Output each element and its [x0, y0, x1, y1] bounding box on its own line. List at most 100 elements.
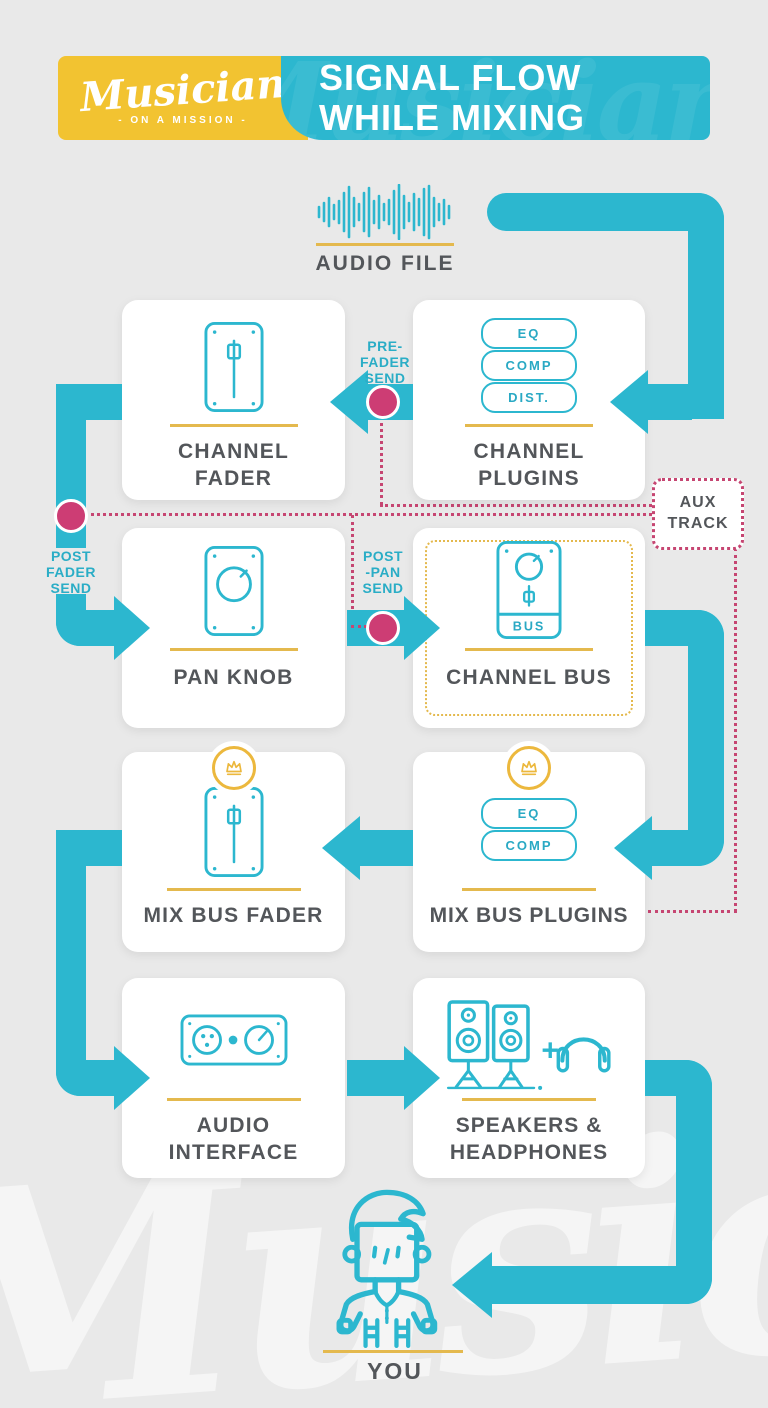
postpan-send-label-line2: -PAN	[365, 564, 401, 581]
pan-knob-box: PAN KNOB	[122, 528, 345, 728]
arrow-into-mix-bus-fader	[322, 816, 360, 880]
mix-plugin-pill-comp: COMP	[481, 830, 577, 861]
crown-icon	[211, 746, 256, 790]
speakers-label-line1: SPEAKERS &	[455, 1114, 603, 1137]
postpan-send-line-v	[351, 515, 354, 627]
audio-interface-icon	[180, 1014, 288, 1071]
prefader-send-label-line2: FADER	[360, 354, 410, 371]
aux-output-line-v	[734, 548, 737, 912]
mix-bus-plugins-underline	[462, 888, 596, 891]
aux-track-label-line1: AUX	[679, 494, 717, 512]
mix-bus-fader-box: MIX BUS FADER	[122, 746, 345, 952]
waveform-icon	[312, 183, 458, 245]
pipe-into-plugins	[648, 384, 692, 420]
arrow-into-mix-bus-plugins	[614, 816, 652, 880]
channel-fader-box: CHANNEL FADER	[122, 300, 345, 500]
pipe-audiofile-right	[487, 193, 724, 231]
pipe-right-down	[688, 610, 724, 866]
brand-logo: Musician	[78, 59, 288, 121]
page-title-line2: WHILE MIXING	[319, 97, 585, 138]
bus-icon: BUS	[496, 540, 562, 645]
aux-track-label-line2: TRACK	[667, 515, 729, 532]
person-icon	[325, 1186, 453, 1353]
mix-bus-fader-underline	[166, 888, 301, 891]
postpan-send-label: POST -PAN SEND	[350, 548, 416, 596]
plugin-pill-eq: EQ	[481, 318, 577, 349]
bus-icon-text: BUS	[513, 620, 545, 634]
postpan-send-node	[366, 611, 400, 645]
postfader-send-label-line3: SEND	[50, 580, 92, 597]
speakers-headphones-box: + SPEAKERS & HEADPHONES	[413, 978, 645, 1178]
brand-tagline: - ON A MISSION -	[118, 114, 248, 126]
pipe-right-down-2	[676, 1060, 712, 1304]
channel-fader-label: CHANNEL FADER	[122, 438, 345, 493]
prefader-send-line-v	[380, 416, 383, 506]
pipe-into-pan	[56, 610, 114, 646]
channel-bus-label: CHANNEL BUS	[446, 666, 612, 689]
prefader-send-line-h	[380, 504, 652, 507]
you-label: YOU	[367, 1358, 423, 1384]
aux-track-box: AUX TRACK	[652, 478, 744, 550]
pipe-into-mixplugins	[652, 830, 724, 866]
mix-bus-fader-label: MIX BUS FADER	[143, 904, 324, 927]
speakers-headphones-icon: +	[441, 998, 617, 1099]
audio-interface-label-line1: AUDIO	[196, 1114, 271, 1137]
postfader-send-label-line1: POST	[50, 548, 92, 564]
pipe-into-interface	[56, 1060, 114, 1096]
page-title-line1: SIGNAL FLOW	[319, 56, 582, 98]
pipe-interface-to-speakers	[347, 1060, 404, 1096]
postpan-send-line-h	[351, 625, 373, 628]
crown-icon	[507, 746, 551, 790]
pipe-mixplugins-to-mixfader	[360, 830, 413, 866]
fader-icon	[203, 786, 264, 883]
header-logo-block: Musician - ON A MISSION -	[58, 56, 308, 140]
channel-plugins-label: CHANNEL PLUGINS	[413, 438, 645, 493]
you-underline	[323, 1350, 463, 1353]
postfader-send-node	[54, 499, 88, 533]
audio-interface-box: AUDIO INTERFACE	[122, 978, 345, 1178]
postfader-send-label-line2: FADER	[46, 564, 96, 581]
postfader-send-label: POST FADER SEND	[36, 548, 106, 596]
pan-knob-icon	[203, 545, 264, 642]
prefader-send-node	[366, 385, 400, 419]
arrow-into-channel-plugins	[610, 370, 648, 434]
channel-fader-label-line2: FADER	[194, 467, 273, 491]
channel-fader-label-line1: CHANNEL	[177, 440, 290, 463]
pan-knob-label: PAN KNOB	[173, 666, 294, 689]
mix-plugin-pill-eq: EQ	[481, 798, 577, 829]
arrow-into-audio-interface	[114, 1046, 150, 1110]
prefader-send-label-line3: SEND	[364, 370, 406, 387]
header-title-block: Musician SIGNAL FLOW WHILE MIXING	[281, 56, 710, 140]
channel-plugins-label-line1: CHANNEL	[473, 440, 585, 463]
fader-icon	[203, 321, 264, 418]
audio-interface-label-line2: INTERFACE	[168, 1141, 299, 1165]
pipe-audiofile-down	[688, 193, 724, 419]
speakers-label: SPEAKERS & HEADPHONES	[413, 1112, 645, 1167]
postfader-send-line-h	[84, 513, 652, 516]
channel-bus-box: BUS CHANNEL BUS	[413, 528, 645, 728]
channel-bus-underline	[465, 648, 593, 651]
arrow-into-pan-knob	[114, 596, 150, 660]
pipe-into-you	[492, 1266, 712, 1304]
aux-output-line-h	[648, 910, 737, 913]
prefader-send-label: PRE- FADER SEND	[348, 338, 422, 386]
speakers-underline	[462, 1098, 596, 1101]
mix-bus-plugins-box: EQ COMP MIX BUS PLUGINS	[413, 746, 645, 952]
channel-fader-underline	[169, 424, 298, 427]
arrow-into-you	[452, 1252, 492, 1318]
channel-plugins-underline	[465, 424, 593, 427]
arrow-into-speakers	[404, 1046, 440, 1110]
audio-file-label: AUDIO FILE	[315, 252, 455, 275]
audio-interface-label: AUDIO INTERFACE	[122, 1112, 345, 1167]
postpan-send-label-line1: POST	[362, 548, 404, 564]
plugin-pill-dist: DIST.	[481, 382, 577, 413]
arrow-into-channel-fader	[330, 370, 368, 434]
audio-file-underline	[316, 243, 454, 246]
channel-plugins-label-line2: PLUGINS	[478, 467, 580, 491]
plus-sign: +	[541, 1035, 559, 1068]
pipe-left-down-3	[56, 830, 86, 1096]
channel-plugins-box: EQ COMP DIST. CHANNEL PLUGINS	[413, 300, 645, 500]
pan-knob-underline	[169, 648, 298, 651]
prefader-send-label-line1: PRE-	[367, 338, 403, 354]
arrow-into-channel-bus	[404, 596, 440, 660]
